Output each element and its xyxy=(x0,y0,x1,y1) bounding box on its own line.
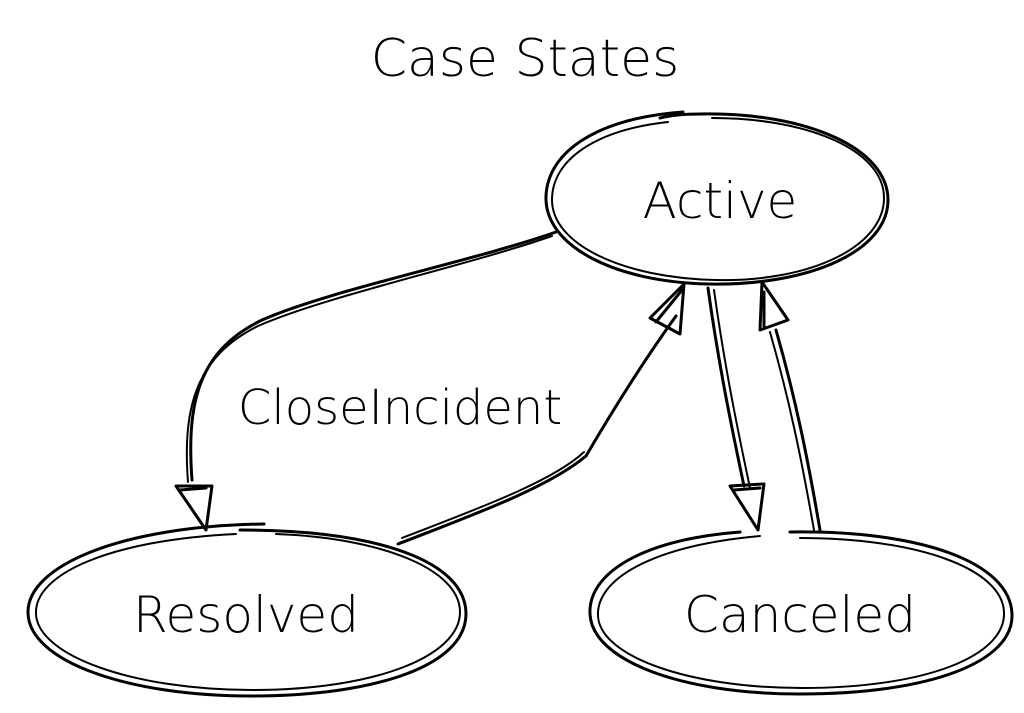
arrowhead-resolved xyxy=(174,484,214,532)
transition-canceled-to-active xyxy=(758,280,822,532)
transition-resolved-to-active xyxy=(396,282,686,546)
arrowhead-active-left xyxy=(648,282,686,336)
state-active: Active xyxy=(544,110,890,286)
transition-active-to-canceled xyxy=(706,286,766,532)
state-canceled: Canceled xyxy=(588,530,1014,696)
diagram-title: Case States xyxy=(371,29,680,89)
state-resolved-label: Resolved xyxy=(133,586,359,644)
state-resolved: Resolved xyxy=(26,522,468,698)
state-active-label: Active xyxy=(643,172,798,230)
arrowhead-active-right xyxy=(758,280,790,332)
transition-active-to-resolved: CloseIncident xyxy=(174,230,562,532)
state-canceled-label: Canceled xyxy=(684,586,916,644)
transition-close-incident-label: CloseIncident xyxy=(238,380,562,436)
arrowhead-canceled xyxy=(728,482,766,532)
